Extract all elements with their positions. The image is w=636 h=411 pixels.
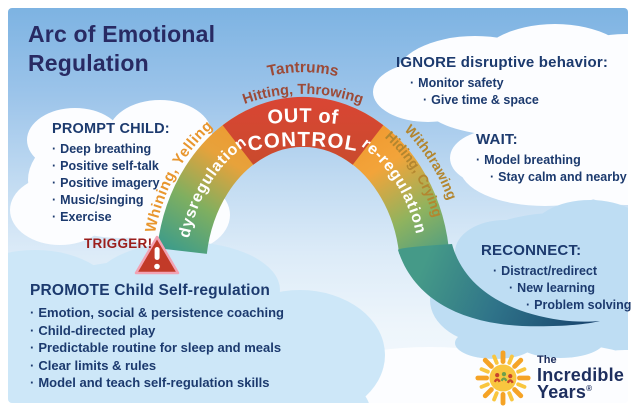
- trigger-label: TRIGGER!: [84, 236, 153, 251]
- callout-prompt-child: PROMPT CHILD: Deep breathing Positive se…: [52, 121, 170, 226]
- page-title: Arc of Emotional Regulation: [28, 20, 215, 78]
- list-item: Positive imagery: [52, 175, 170, 192]
- list-item: Exercise: [52, 209, 170, 226]
- callout-wait: WAIT: Model breathing Stay calm and near…: [476, 131, 627, 186]
- list-item: Positive self-talk: [52, 158, 170, 175]
- ignore-heading-emphasis: IGNORE: [396, 54, 457, 71]
- promote-heading: PROMOTE Child Self-regulation: [30, 282, 271, 299]
- list-item: Music/singing: [52, 192, 170, 209]
- logo-years: Years®: [537, 382, 593, 402]
- list-item: Predictable routine for sleep and meals: [30, 339, 284, 357]
- reconnect-list: Distract/redirect New learning Problem s…: [481, 263, 631, 314]
- callout-ignore: IGNORE disruptive behavior: Monitor safe…: [396, 54, 608, 109]
- wait-list: Model breathing Stay calm and nearby: [476, 152, 627, 186]
- title-line-2: Regulation: [28, 49, 149, 76]
- list-item: Emotion, social & persistence coaching: [30, 304, 284, 322]
- list-item: Child-directed play: [30, 322, 284, 340]
- ignore-list: Monitor safety Give time & space: [396, 75, 608, 109]
- callout-reconnect: RECONNECT: Distract/redirect New learnin…: [481, 242, 631, 314]
- registered-mark: ®: [586, 384, 593, 393]
- prompt-heading: PROMPT CHILD:: [52, 121, 170, 137]
- ignore-heading-rest: disruptive behavior:: [456, 54, 609, 71]
- list-item: Give time & space: [423, 92, 608, 109]
- wait-heading: WAIT:: [476, 131, 518, 148]
- prompt-list: Deep breathing Positive self-talk Positi…: [52, 141, 170, 226]
- ignore-heading: IGNORE disruptive behavior:: [396, 54, 608, 71]
- list-item: Problem solving: [526, 297, 631, 314]
- promote-list: Emotion, social & persistence coaching C…: [30, 304, 284, 392]
- reconnect-heading: RECONNECT:: [481, 242, 582, 259]
- callout-promote: PROMOTE Child Self-regulation Emotion, s…: [30, 282, 284, 392]
- list-item: Deep breathing: [52, 141, 170, 158]
- list-item: Model and teach self-regulation skills: [30, 374, 284, 392]
- title-line-1: Arc of Emotional: [28, 21, 216, 47]
- incredible-years-logo: The Incredible Years®: [474, 349, 624, 407]
- list-item: Model breathing: [476, 152, 627, 169]
- list-item: Stay calm and nearby: [490, 169, 627, 186]
- list-item: Monitor safety: [410, 75, 608, 92]
- list-item: Clear limits & rules: [30, 357, 284, 375]
- list-item: Distract/redirect: [493, 263, 631, 280]
- list-item: New learning: [509, 280, 631, 297]
- sun-icon: [475, 350, 531, 406]
- logo-wordmark: The Incredible Years®: [537, 354, 624, 402]
